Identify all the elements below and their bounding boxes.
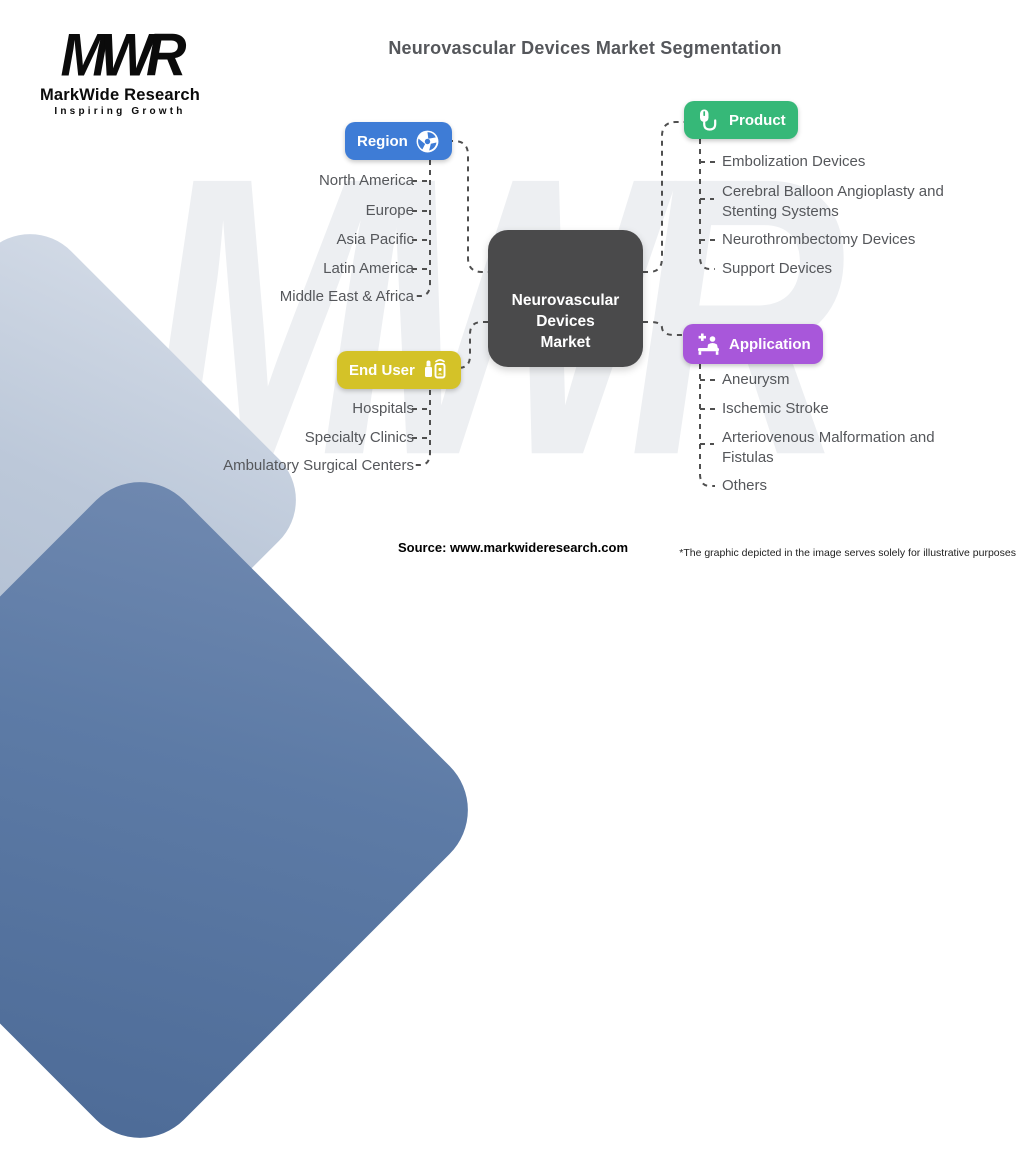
logo-tagline: Inspiring Growth xyxy=(54,106,186,117)
person-device-icon xyxy=(422,357,449,384)
application-item-aneurysm: Aneurysm xyxy=(722,371,790,388)
region-node: Region xyxy=(345,122,452,160)
markwide-logo: MWR MarkWide Research Inspiring Growth xyxy=(35,20,205,117)
region-item-middle-east-africa: Middle East & Africa xyxy=(279,288,414,305)
patient-bed-icon xyxy=(695,331,722,358)
end-user-item-ambulatory-surgical-centers: Ambulatory Surgical Centers xyxy=(223,457,414,474)
application-item-ischemic-stroke: Ischemic Stroke xyxy=(722,400,829,417)
globe-icon xyxy=(415,129,440,154)
region-item-asia-pacific: Asia Pacific xyxy=(336,231,414,248)
product-item-cerebral-balloon: Cerebral Balloon Angioplasty and Stentin… xyxy=(722,183,944,220)
disclaimer-text: *The graphic depicted in the image serve… xyxy=(679,547,1016,559)
center-market-label: Neurovascular Devices Market xyxy=(511,292,620,351)
application-item-others: Others xyxy=(722,477,768,494)
region-item-latin-america: Latin America xyxy=(323,260,414,277)
end-user-item-hospitals: Hospitals xyxy=(352,400,414,417)
product-label: Product xyxy=(729,111,786,129)
application-node: Application xyxy=(683,324,823,364)
product-node: Product xyxy=(684,101,798,139)
application-item-arteriovenous-malformation: Arteriovenous Malformation and Fistulas xyxy=(722,429,935,466)
region-item-north-america: North America xyxy=(318,172,414,189)
end-user-node: End User xyxy=(337,351,461,389)
source-text: Source: www.markwideresearch.com xyxy=(398,540,629,555)
logo-name: MarkWide Research xyxy=(39,86,201,104)
page-title: Neurovascular Devices Market Segmentatio… xyxy=(388,38,782,58)
product-item-neurothrombectomy-devices: Neurothrombectomy Devices xyxy=(722,231,916,248)
product-item-support-devices: Support Devices xyxy=(722,260,833,277)
region-label: Region xyxy=(357,132,408,150)
product-item-embolization-devices: Embolization Devices xyxy=(722,153,866,170)
end-user-label: End User xyxy=(349,361,415,379)
center-market-node: Neurovascular Devices Market xyxy=(488,230,643,367)
device-cable-icon xyxy=(696,107,722,133)
end-user-item-specialty-clinics: Specialty Clinics xyxy=(304,429,414,446)
region-item-europe: Europe xyxy=(365,202,414,219)
application-label: Application xyxy=(729,335,811,353)
logo-monogram: MWR xyxy=(60,20,187,89)
